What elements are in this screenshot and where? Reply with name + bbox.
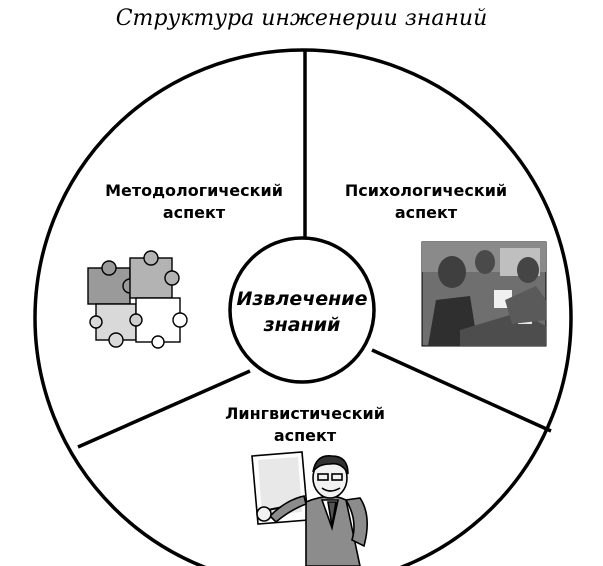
diagram-title: Структура инженерии знаний (115, 6, 488, 31)
outer-circle (33, 48, 573, 566)
psychological-label-line2: аспект (395, 203, 458, 222)
center-label-line2: знаний (263, 314, 341, 336)
divider-right (371, 348, 552, 433)
center-label-line1: Извлечение (236, 288, 367, 310)
presenter-icon (251, 451, 368, 566)
psychological-label-line1: Психологический (345, 181, 507, 200)
meeting-photo-icon (421, 241, 547, 347)
linguistic-label-line1: Лингвистический (225, 404, 385, 423)
puzzle-icon (87, 250, 188, 349)
linguistic-label-line2: аспект (274, 426, 337, 445)
methodological-label-line1: Методологический (105, 181, 283, 200)
divider-left (77, 369, 251, 449)
center-circle (228, 236, 376, 384)
methodological-label-line2: аспект (163, 203, 226, 222)
